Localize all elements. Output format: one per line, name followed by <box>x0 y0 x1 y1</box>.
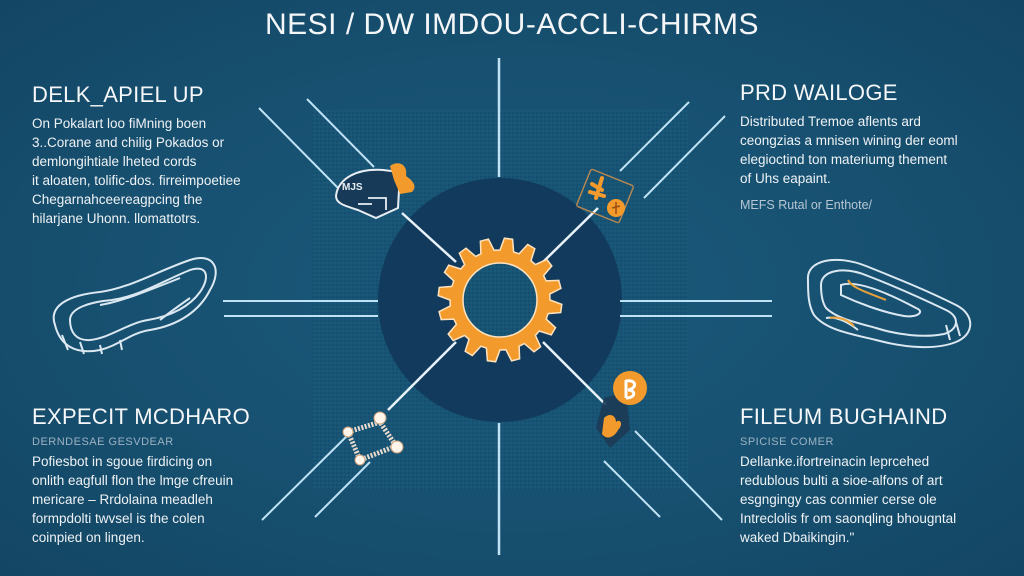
panel-body-line: demlongihtiale lheted cords <box>32 154 197 169</box>
gear-icon <box>437 237 563 363</box>
insole-outline-icon-left <box>52 257 217 355</box>
connector-diag-bl-outer-2 <box>314 461 371 518</box>
panel-body-line: onlith eagfull flon the lmge cfreuin <box>32 473 234 488</box>
panel-top-left: DELK_APIEL UP On Pokalart loo fiMning bo… <box>32 82 277 228</box>
panel-heading: EXPECIT MCDHARO <box>32 404 251 429</box>
panel-heading: PRD WAILOGE <box>740 80 898 105</box>
panel-body-line: elegioctind ton materiumg thement <box>740 152 948 167</box>
connector-diag-bl-outer <box>261 433 350 521</box>
panel-heading: DELK_APIEL UP <box>32 82 204 107</box>
panel-body-line: esgngingy cas conmier cerse ole <box>740 492 937 507</box>
node-network-icon <box>342 411 404 466</box>
panel-subheading: DERNDESAE GESVDEAR <box>32 436 174 448</box>
panel-body-line: coinpied on lingen. <box>32 530 145 545</box>
connector-diag-br-outer <box>603 460 661 518</box>
panel-body-line: On Pokalart loo fiMning boen <box>32 116 207 131</box>
connector-diag-tr-outer-2 <box>643 115 726 199</box>
panel-body-line: Intreclolis fr om saonqling bhougntal <box>740 511 957 526</box>
spoke-tl <box>401 212 457 263</box>
helmet-icon: MJS <box>334 163 415 220</box>
panel-body-line: it aloaten, tolific-dos. firreimpoetiee <box>32 173 241 188</box>
page-title: NESI / DW IMDOU-ACCLI-CHIRMS <box>265 8 759 41</box>
panel-heading: FILEUM BUGHAIND <box>740 404 948 429</box>
panel-body-line: Distributed Tremoe aflents ard <box>740 114 921 129</box>
panel-bottom-left: EXPECIT MCDHARO DERNDESAE GESVDEAR Pofie… <box>32 404 272 547</box>
connector-diag-tr-outer <box>619 101 690 172</box>
panel-body-line: ceongzias a mnisen wining der eoml <box>740 133 958 148</box>
spoke-bl <box>387 341 457 411</box>
spoke-br <box>542 341 607 406</box>
panel-subheading: SPICISE COMER <box>740 436 834 448</box>
panel-bottom-right: FILEUM BUGHAIND SPICISE COMER Dellanke.i… <box>740 404 1010 547</box>
panel-body-line: Pofiesbot in sgoue firdicing on <box>32 454 213 469</box>
panel-body-line: redublous bulti a sioe-alfons of art <box>740 473 943 488</box>
connector-diag-br-outer-2 <box>634 430 723 521</box>
panel-note: MEFS Rutal or Enthote/ <box>740 198 873 212</box>
insole-outline-icon-right <box>806 258 972 349</box>
panel-top-right: PRD WAILOGE Distributed Tremoe aflents a… <box>740 80 1000 215</box>
connector-diag-tl-outer <box>258 107 339 189</box>
panel-body-line: Dellanke.ifortreinacin leprcehed <box>740 454 930 469</box>
connector-diag-tl-outer-2 <box>306 98 375 168</box>
currency-card-icon <box>576 168 634 224</box>
panel-body-line: hilarjane Uhonn. llomattotrs. <box>32 211 201 226</box>
panel-body-line: mericare – Rrdolaina meadleh <box>32 492 213 507</box>
panel-body-line: waked Dbaikingin." <box>740 530 855 545</box>
panel-body-line: formpdolti twvsel is the colen <box>32 511 205 526</box>
panel-body-line: of Uhs eapaint. <box>740 171 831 186</box>
helmet-badge: MJS <box>342 182 363 193</box>
shield-coin-icon <box>596 371 647 448</box>
gear-hole <box>462 262 538 338</box>
spoke-tr <box>542 207 599 263</box>
panel-body-line: 3..Corane and chilig Pokados or <box>32 135 225 150</box>
panel-body-line: Chegarnahceereagpcing the <box>32 192 203 207</box>
